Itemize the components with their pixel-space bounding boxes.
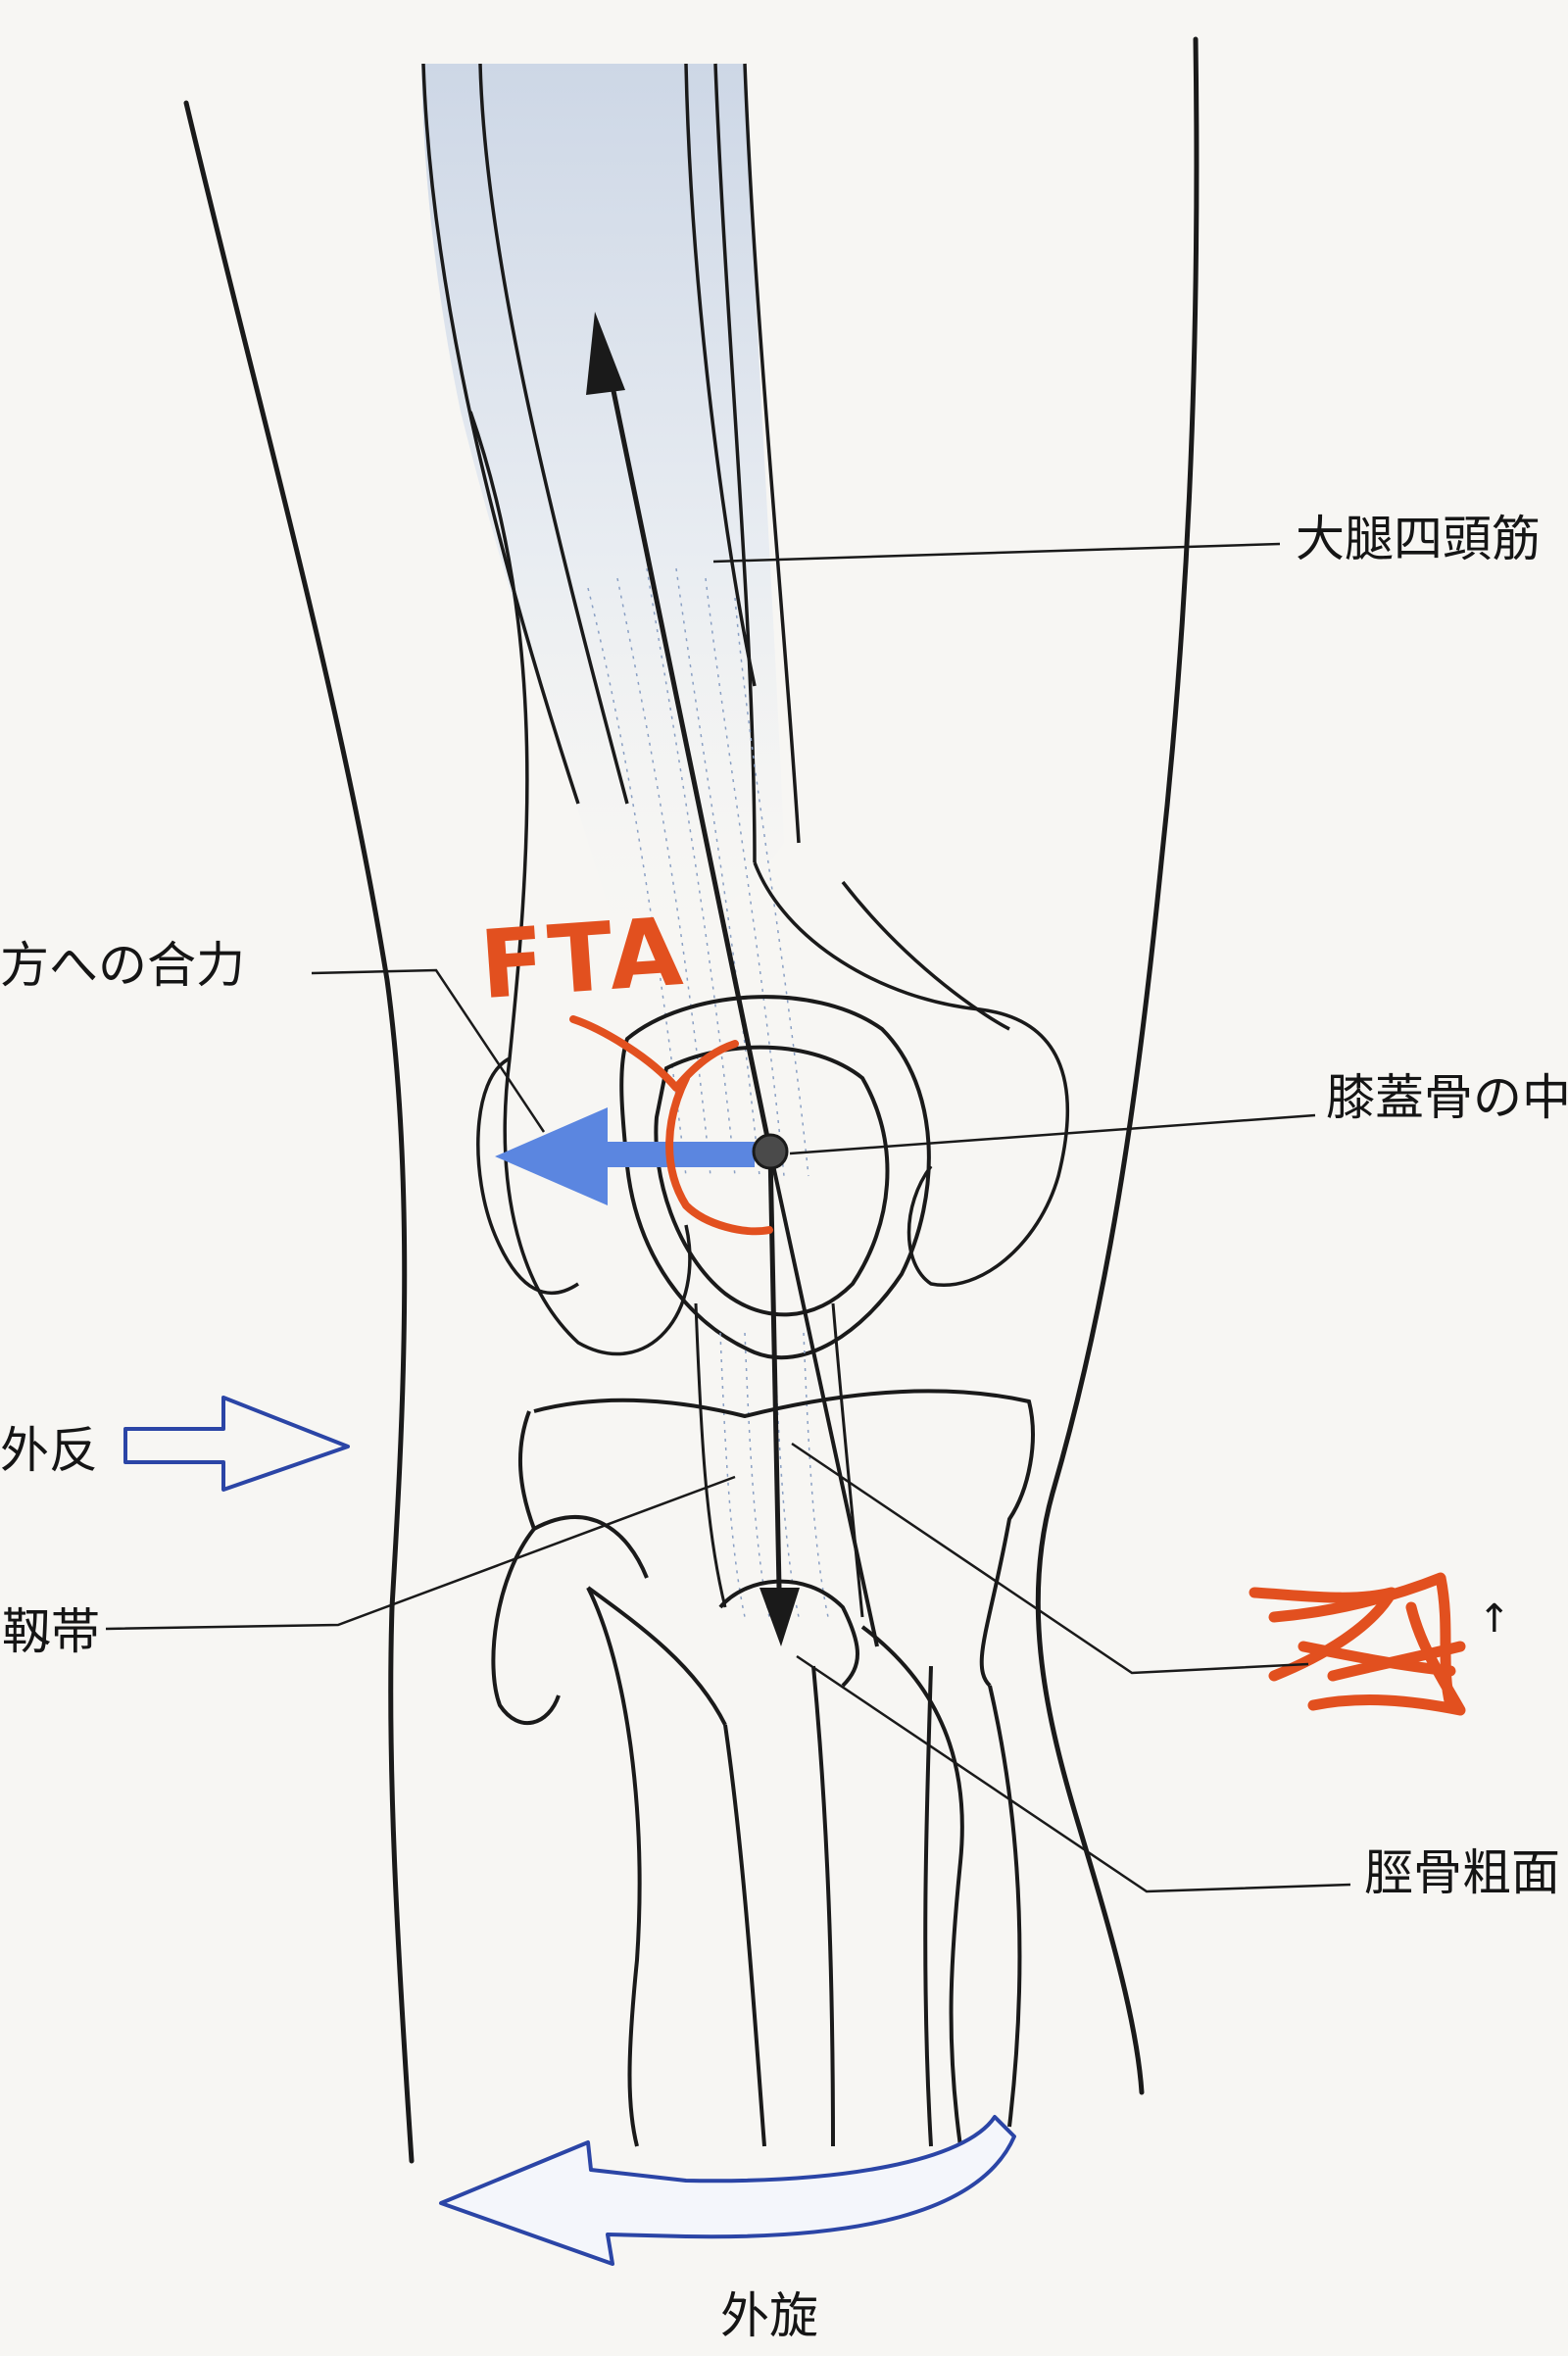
tibia-fibula — [491, 1389, 1035, 2147]
quadriceps-label: 大腿四頭筋 — [1296, 511, 1541, 567]
tibial-tuberosity-label: 脛骨粗面 — [1364, 1844, 1560, 1901]
patella-center-label: 膝蓋骨の中 — [1326, 1069, 1568, 1126]
small-up-arrow-label: ↑ — [1478, 1596, 1511, 1642]
leader-ligament — [105, 1475, 736, 1631]
leader-resultant — [311, 968, 546, 1133]
fta-annotation-text: FTA — [476, 896, 690, 1021]
patella-center-point — [752, 1133, 789, 1170]
valgus-label: 外反 — [0, 1422, 98, 1479]
leader-patella-center — [789, 1113, 1316, 1155]
valgus-arrow — [123, 1396, 350, 1492]
leader-scribble — [791, 1442, 1309, 1675]
tendon-force-arrow — [760, 1151, 879, 1647]
leg-outline — [183, 36, 1200, 2164]
leader-quadriceps — [712, 542, 1281, 564]
fta-annotation-mark — [569, 1015, 773, 1236]
femur-condyles — [468, 411, 1070, 1356]
external-rotation-label: 外旋 — [720, 2287, 818, 2344]
quadriceps-muscle — [421, 63, 809, 1177]
resultant-force-arrow — [495, 1107, 755, 1205]
resultant-force-label: 方への合力 — [0, 937, 245, 994]
scribble-mark — [1249, 1572, 1466, 1716]
external-rotation-arrow — [439, 2115, 1016, 2266]
leader-tibial-tuberosity — [796, 1654, 1351, 1893]
quadriceps-force-arrow — [586, 312, 773, 1153]
leader-lines — [105, 542, 1351, 1893]
ligament-label: 靱帯 — [2, 1603, 100, 1660]
